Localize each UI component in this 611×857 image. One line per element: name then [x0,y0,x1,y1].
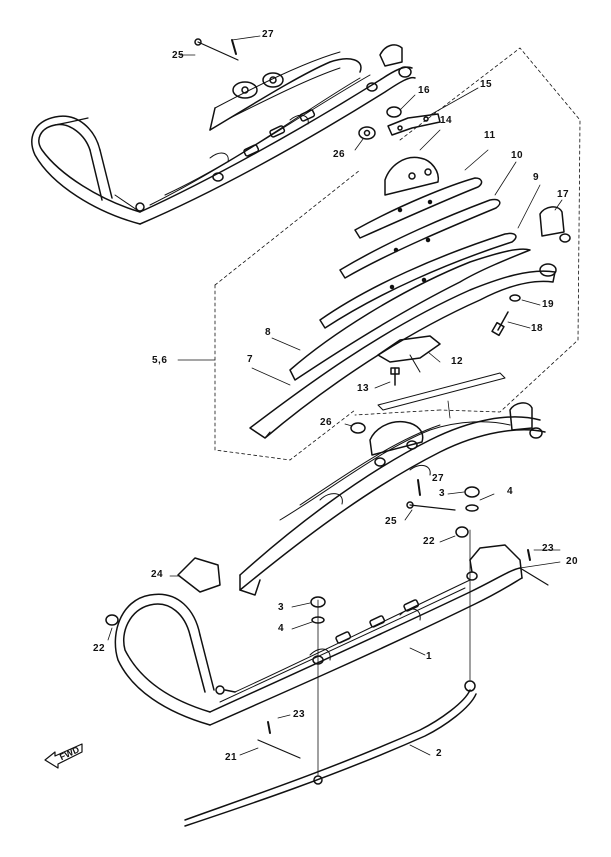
middle-spring-assembly [239,400,546,596]
forward-direction-arrow: FWD [44,743,83,769]
callout-9: 9 [533,172,540,183]
forward-arrow-label: FWD [58,744,81,762]
callout-16: 16 [418,85,431,96]
callout-1: 1 [426,651,433,662]
callout-7: 7 [247,354,254,365]
callout-2: 2 [436,748,443,759]
callout-22-left: 22 [93,643,106,654]
callout-4-middle: 4 [507,486,514,497]
callout-22-right: 22 [423,536,436,547]
callout-5-6: 5,6 [152,355,168,366]
callout-18: 18 [531,323,544,334]
callout-24: 24 [151,569,164,580]
bottom-ski [105,526,561,827]
leaf-spring-stack [177,47,581,461]
callout-20: 20 [566,556,579,567]
callout-26-middle: 26 [320,417,333,428]
callout-8: 8 [265,327,272,338]
callout-27-middle: 27 [432,473,445,484]
callout-25-middle: 25 [385,516,398,527]
callout-25-top: 25 [172,50,185,61]
top-ski-assembly [31,35,416,225]
callout-17: 17 [557,189,570,200]
callout-3-lower: 3 [278,602,285,613]
callout-10: 10 [511,150,524,161]
callout-26-top: 26 [333,149,346,160]
callout-13: 13 [357,383,370,394]
callout-12: 12 [451,356,464,367]
callout-21: 21 [225,752,238,763]
callout-11: 11 [484,130,496,141]
callout-4-lower: 4 [278,623,285,634]
callout-14: 14 [440,115,453,126]
callout-27-top: 27 [262,29,275,40]
callout-19: 19 [542,299,555,310]
callout-15: 15 [480,79,493,90]
callout-23-right: 23 [542,543,555,554]
callout-3-middle: 3 [439,488,446,499]
callout-23-lower: 23 [293,709,306,720]
